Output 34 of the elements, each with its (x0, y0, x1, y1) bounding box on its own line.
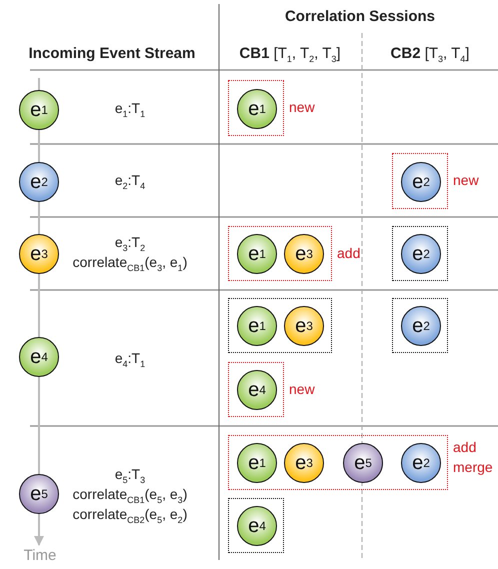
timeline-line (38, 377, 40, 474)
timeline-line (38, 202, 40, 234)
event-text: e$_{2}$:T$_{4}$ (114, 172, 146, 191)
session-box (228, 362, 284, 417)
timeline-line (38, 274, 40, 337)
session-box (228, 226, 332, 281)
timeline-line (38, 78, 40, 90)
session-box (228, 498, 284, 553)
time-arrow (34, 514, 44, 546)
column-heading: CB1 [T$_{1}$, T$_{2}$, T$_{3}$] (239, 45, 341, 64)
timeline-line (38, 130, 40, 162)
session-box (392, 153, 448, 209)
status-note: new (289, 99, 315, 115)
event-text: e$_{5}$:T$_{3}$ (114, 466, 146, 485)
session-box (228, 80, 284, 136)
event-text: correlate$_{CB1}$(e$_{3}$, e$_{1}$) (72, 254, 188, 273)
status-note: new (289, 380, 315, 396)
column-heading: CB2 [T$_{3}$, T$_{4}$] (390, 45, 470, 64)
session-box (392, 298, 448, 353)
event-text: correlate$_{CB2}$(e$_{5}$, e$_{2}$) (72, 506, 188, 525)
session-box (392, 226, 448, 281)
status-note: add (453, 439, 476, 455)
section-heading: Correlation Sessions (284, 8, 436, 25)
status-note: merge (453, 459, 493, 475)
session-box (228, 298, 332, 353)
session-box (228, 435, 448, 490)
event-text: e$_{4}$:T$_{1}$ (114, 350, 146, 369)
time-label: Time (20, 547, 60, 565)
event-text: e$_{1}$:T$_{1}$ (114, 100, 146, 119)
status-note: add (337, 244, 360, 260)
column-heading: Incoming Event Stream (28, 45, 196, 62)
event-text: e$_{3}$:T$_{2}$ (114, 234, 146, 253)
event-text: correlate$_{CB1}$(e$_{5}$, e$_{3}$) (72, 486, 188, 505)
status-note: new (453, 172, 479, 188)
